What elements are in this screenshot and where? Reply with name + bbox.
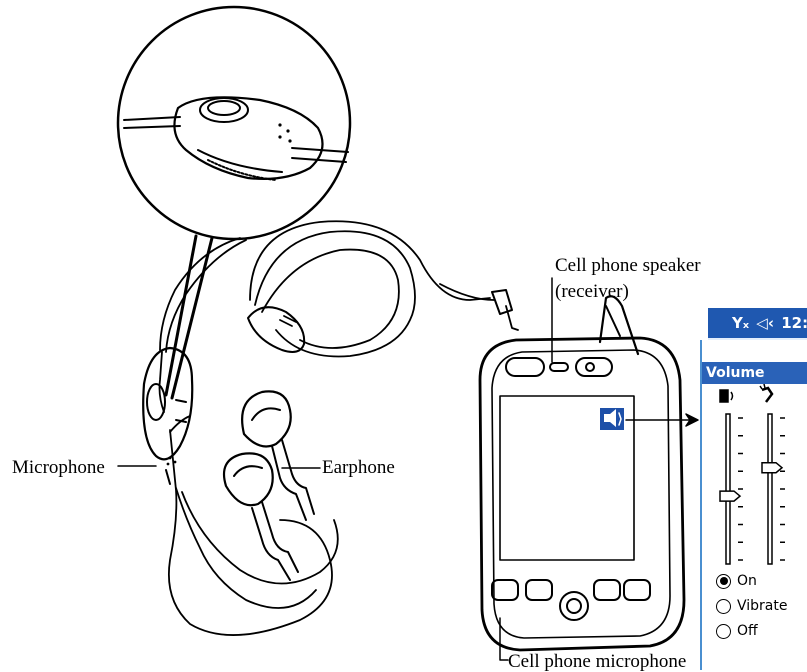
- label-receiver: (receiver): [555, 281, 629, 302]
- volume-panel: Volume On Vibrat: [700, 340, 807, 670]
- slider-thumb-shape[interactable]: [719, 490, 742, 502]
- pocket-pc-phone: [478, 295, 686, 652]
- inline-microphone: [142, 346, 194, 485]
- device-volume-icon: [719, 389, 734, 403]
- radio-on-button[interactable]: [716, 573, 731, 589]
- earbuds: [222, 390, 315, 581]
- signal-off-icon: Yₓ: [732, 314, 750, 332]
- headset-cord: [158, 220, 519, 636]
- radio-off[interactable]: Off: [716, 620, 758, 642]
- radio-vibrate[interactable]: Vibrate: [716, 595, 787, 617]
- radio-on-label: On: [737, 573, 757, 589]
- speaker-volume-icon[interactable]: [600, 408, 624, 430]
- volume-title: Volume: [702, 362, 807, 384]
- volume-sliders: [719, 384, 785, 565]
- label-cell-phone-speaker: Cell phone speaker: [555, 255, 701, 276]
- radio-vibrate-label: Vibrate: [737, 598, 788, 614]
- ringer-volume-track[interactable]: [767, 413, 773, 565]
- system-volume-thumb[interactable]: [719, 490, 742, 502]
- radio-off-label: Off: [737, 623, 758, 639]
- status-bar: Yₓ ◁‹ 12:: [708, 308, 807, 338]
- label-microphone: Microphone: [12, 457, 105, 478]
- slider-thumb-shape[interactable]: [761, 461, 784, 474]
- leader-lines: [117, 277, 771, 661]
- speaker-icon[interactable]: ◁‹: [756, 314, 775, 332]
- status-time: 12:: [781, 314, 807, 332]
- radio-off-button[interactable]: [716, 623, 731, 639]
- system-volume-track[interactable]: [725, 413, 731, 565]
- magnified-mic-inset: [116, 5, 352, 400]
- ringer-volume-icon: [759, 384, 774, 403]
- radio-on[interactable]: On: [716, 570, 757, 592]
- label-cell-phone-microphone: Cell phone microphone: [508, 651, 687, 672]
- label-earphone: Earphone: [322, 457, 395, 478]
- ringer-volume-thumb[interactable]: [761, 461, 784, 474]
- radio-vibrate-button[interactable]: [716, 598, 731, 614]
